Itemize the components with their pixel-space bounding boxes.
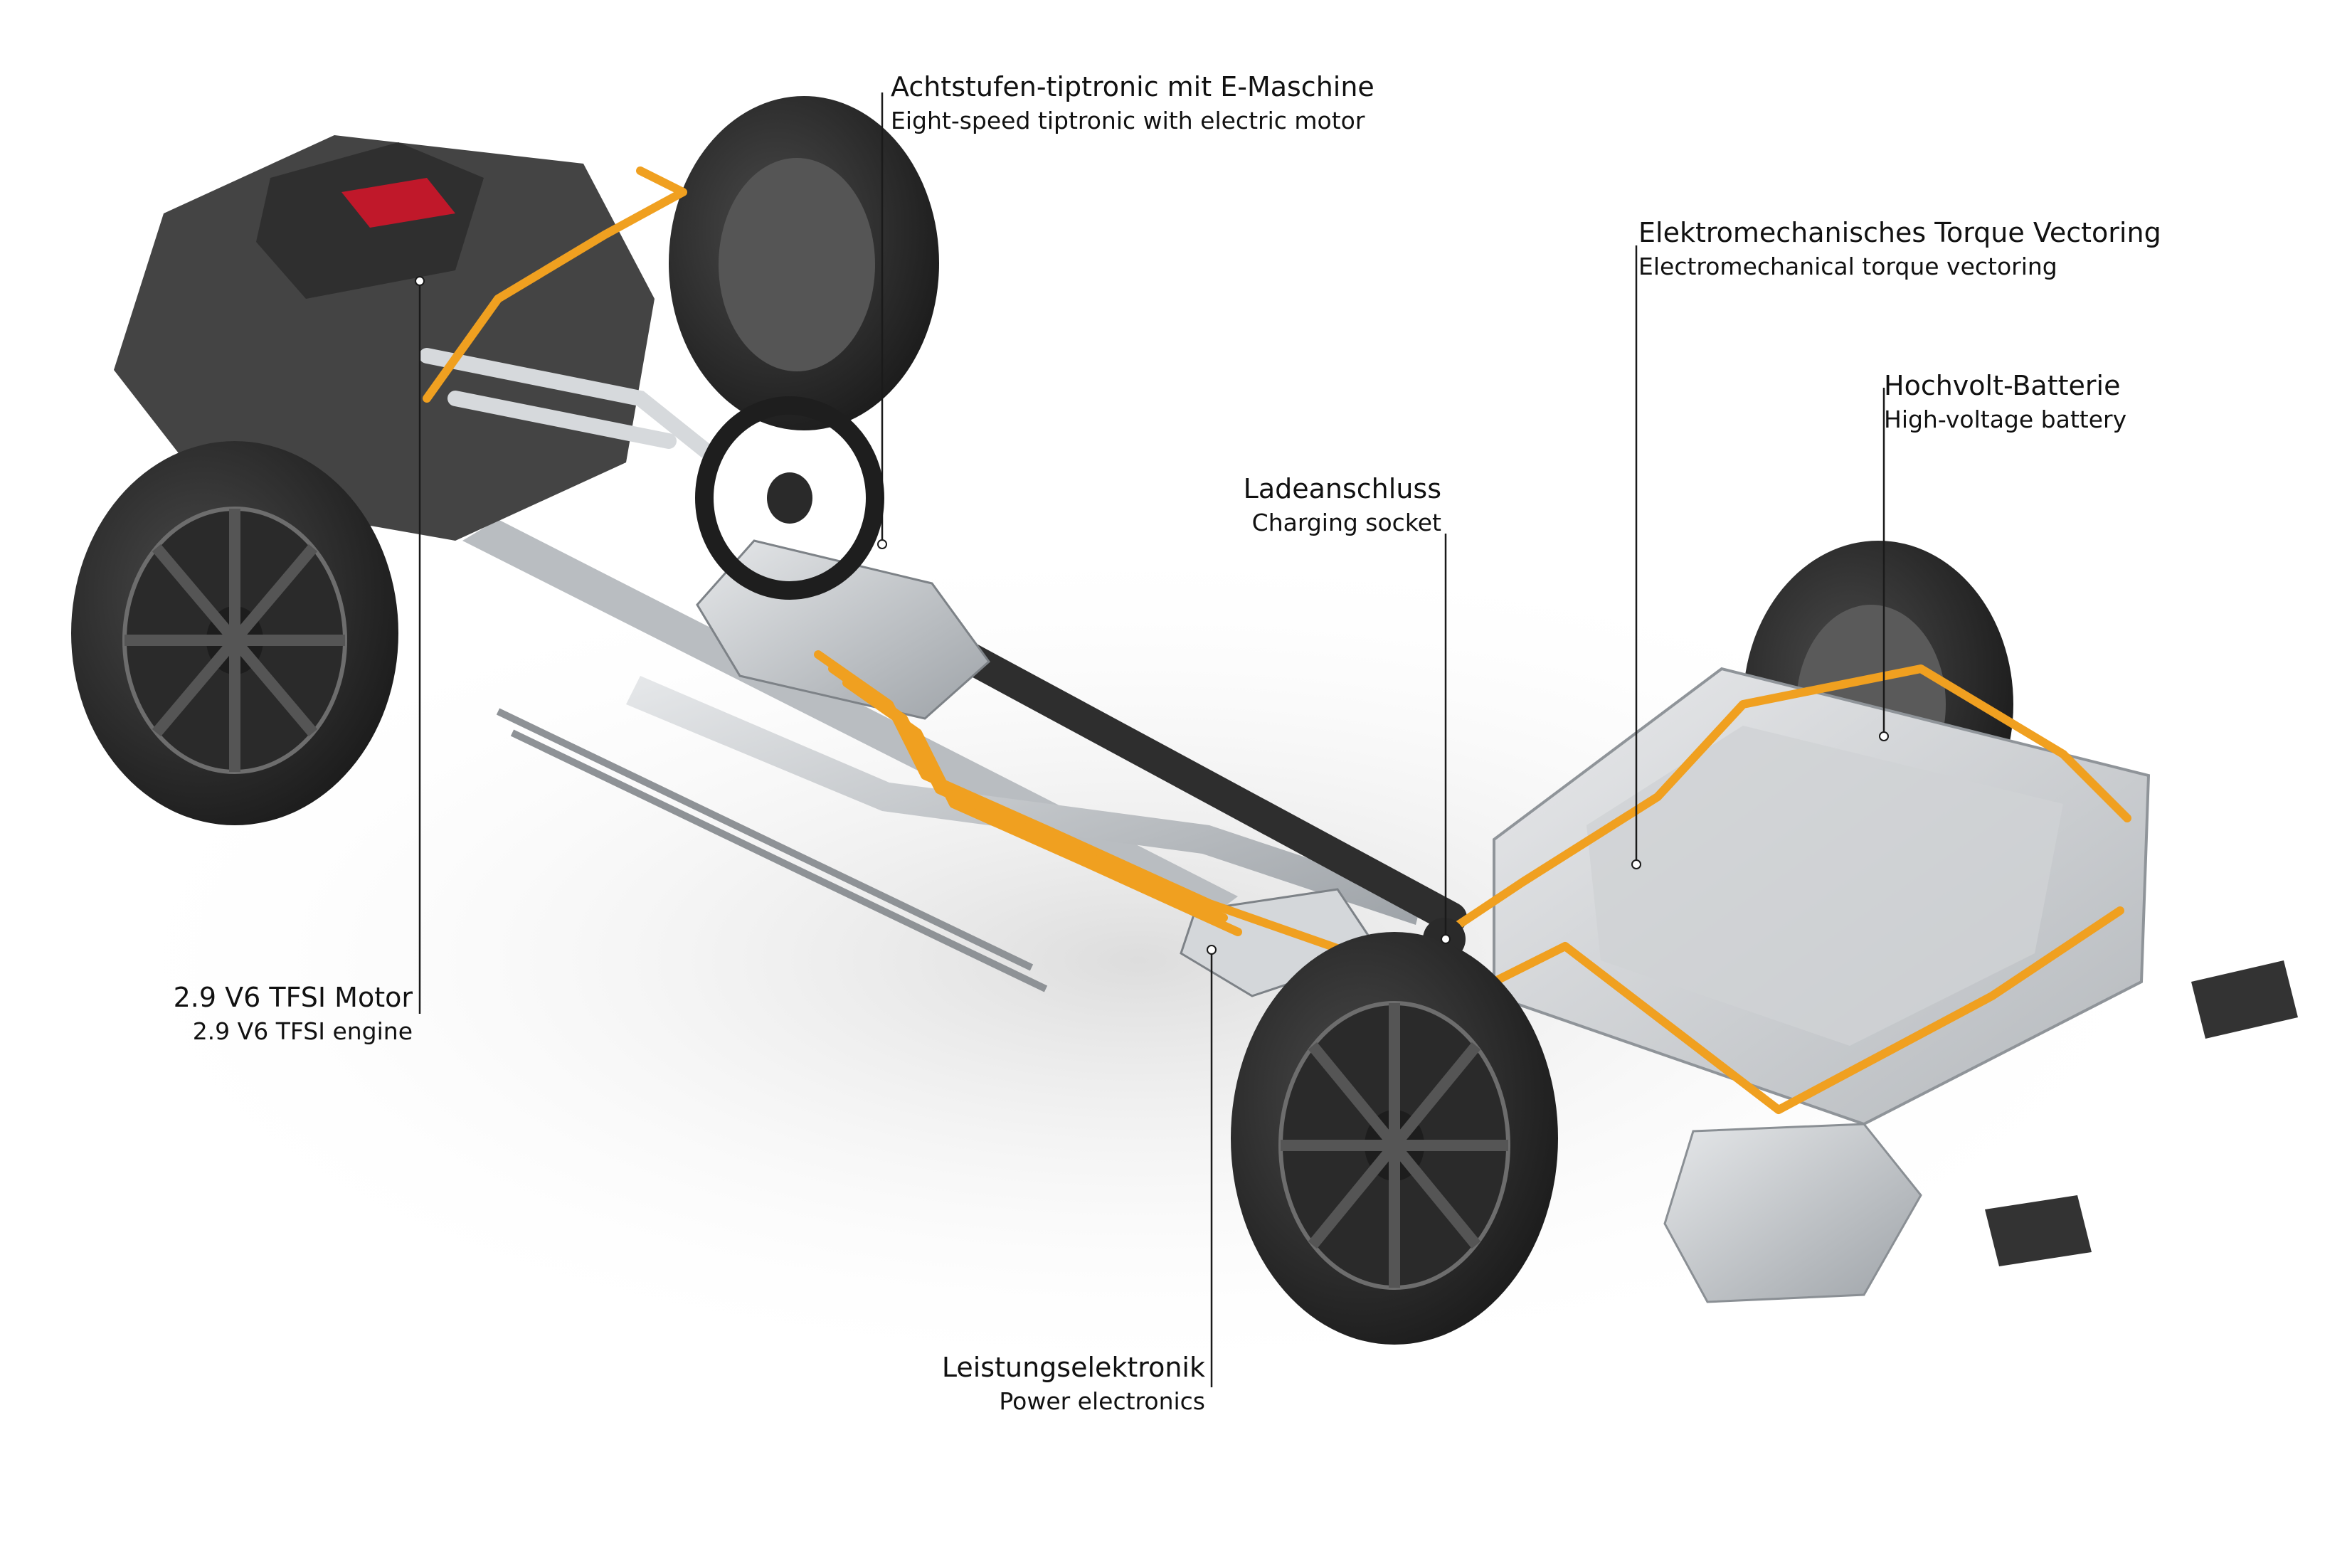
intake-pipes <box>419 348 719 463</box>
wheel-rear-near <box>1231 932 1558 1345</box>
label-charging-socket-de: Ladeanschluss <box>1243 473 1441 504</box>
label-power-electronics-en: Power electronics <box>999 1387 1205 1415</box>
label-battery-de: Hochvolt-Batterie <box>1884 370 2121 401</box>
battery-modules <box>1586 726 2063 1046</box>
label-power-electronics-de: Leistungselektronik <box>941 1352 1205 1383</box>
label-engine-en: 2.9 V6 TFSI engine <box>192 1017 413 1045</box>
fuel-lines <box>496 708 1048 992</box>
exhaust-tip-lower <box>1985 1195 2092 1266</box>
label-power-electronics: Leistungselektronik Power electronics <box>942 1352 1205 1415</box>
label-charging-socket: Ladeanschluss Charging socket <box>1244 473 1441 536</box>
label-engine-de: 2.9 V6 TFSI Motor <box>173 982 413 1013</box>
exhaust-tip-upper <box>2191 960 2298 1039</box>
label-transmission-de: Achtstufen-tiptronic mit E-Maschine <box>891 71 1374 102</box>
label-battery-en: High-voltage battery <box>1884 405 2127 433</box>
label-torque-vectoring: Elektromechanisches Torque Vectoring Ele… <box>1638 217 2161 280</box>
label-battery: Hochvolt-Batterie High-voltage battery <box>1884 370 2126 433</box>
label-transmission: Achtstufen-tiptronic mit E-Maschine Eigh… <box>891 71 1374 134</box>
label-transmission-en: Eight-speed tiptronic with electric moto… <box>891 106 1365 134</box>
wheel-front-near <box>71 441 398 825</box>
rear-silencer <box>1663 1123 1922 1303</box>
leader-lines <box>415 92 1889 1387</box>
engine-block <box>114 135 655 541</box>
label-charging-socket-en: Charging socket <box>1251 508 1441 536</box>
steering-wheel <box>695 396 884 600</box>
engine-cover-accent <box>341 178 455 228</box>
propshaft <box>895 610 1467 933</box>
label-torque-vectoring-en: Electromechanical torque vectoring <box>1638 252 2057 280</box>
label-engine: 2.9 V6 TFSI Motor 2.9 V6 TFSI engine <box>174 982 413 1045</box>
wheel-front-far <box>669 96 939 430</box>
label-torque-vectoring-de: Elektromechanisches Torque Vectoring <box>1638 217 2161 248</box>
